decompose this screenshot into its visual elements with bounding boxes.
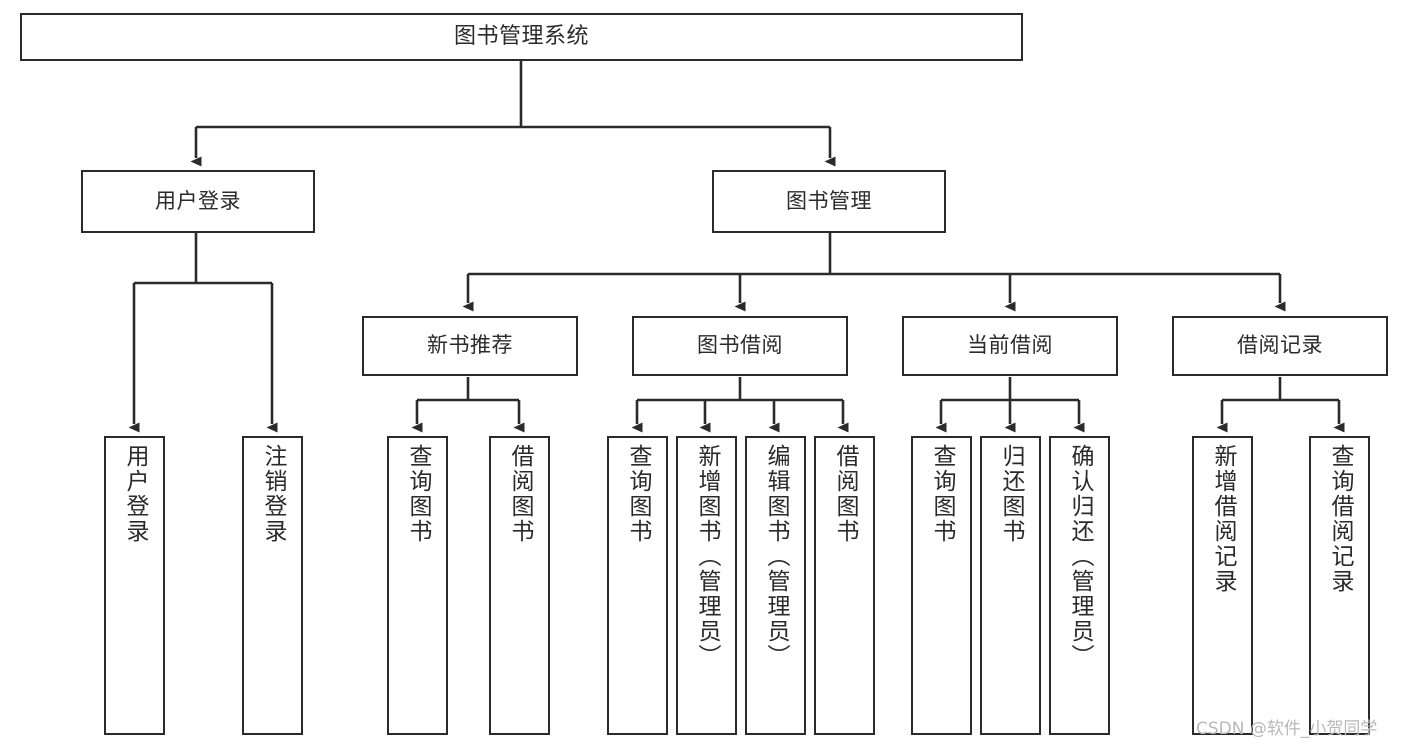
leaf-user-login[interactable]: 用户登录 bbox=[104, 436, 165, 735]
node-root-book-management-system[interactable]: 图书管理系统 bbox=[20, 13, 1023, 61]
node-new-book-recommend[interactable]: 新书推荐 bbox=[362, 316, 578, 376]
watermark-text: CSDN @软件_小贺同学 bbox=[1196, 719, 1378, 739]
leaf-logout[interactable]: 注销登录 bbox=[242, 436, 303, 735]
node-label: 当前借阅 bbox=[967, 333, 1053, 358]
leaf-borrow-query-book[interactable]: 查询图书 bbox=[607, 436, 668, 735]
node-label: 归还图书 bbox=[998, 444, 1024, 544]
node-label: 新书推荐 bbox=[427, 333, 513, 358]
leaf-current-return-book[interactable]: 归还图书 bbox=[980, 436, 1041, 735]
leaf-record-add-borrow-record[interactable]: 新增借阅记录 bbox=[1192, 436, 1253, 735]
node-label: 借阅图书 bbox=[507, 444, 533, 544]
node-label: 图书借阅 bbox=[697, 333, 783, 358]
leaf-borrow-add-book-admin[interactable]: 新增图书（管理员） bbox=[676, 436, 737, 735]
node-user-login[interactable]: 用户登录 bbox=[81, 170, 315, 233]
node-book-borrow[interactable]: 图书借阅 bbox=[632, 316, 848, 376]
node-label: 用户登录 bbox=[122, 444, 148, 544]
node-label: 确认归还（管理员） bbox=[1067, 444, 1093, 669]
node-current-borrow[interactable]: 当前借阅 bbox=[902, 316, 1118, 376]
node-label: 新增图书（管理员） bbox=[694, 444, 720, 669]
leaf-recommend-borrow-book[interactable]: 借阅图书 bbox=[489, 436, 550, 735]
node-label: 查询图书 bbox=[405, 444, 431, 544]
node-label: 查询图书 bbox=[929, 444, 955, 544]
node-label: 查询借阅记录 bbox=[1327, 444, 1353, 594]
node-label: 查询图书 bbox=[625, 444, 651, 544]
node-label: 借阅图书 bbox=[832, 444, 858, 544]
node-label: 借阅记录 bbox=[1237, 333, 1323, 358]
node-label: 图书管理 bbox=[786, 188, 872, 213]
node-label: 编辑图书（管理员） bbox=[763, 444, 789, 669]
leaf-recommend-query-book[interactable]: 查询图书 bbox=[387, 436, 448, 735]
node-label: 注销登录 bbox=[260, 444, 286, 544]
leaf-borrow-borrow-book[interactable]: 借阅图书 bbox=[814, 436, 875, 735]
leaf-current-confirm-return-admin[interactable]: 确认归还（管理员） bbox=[1049, 436, 1110, 735]
node-label: 新增借阅记录 bbox=[1210, 444, 1236, 594]
node-borrow-record[interactable]: 借阅记录 bbox=[1172, 316, 1388, 376]
leaf-record-query-borrow-record[interactable]: 查询借阅记录 bbox=[1309, 436, 1370, 735]
leaf-current-query-book[interactable]: 查询图书 bbox=[911, 436, 972, 735]
node-book-management[interactable]: 图书管理 bbox=[712, 170, 946, 233]
leaf-borrow-edit-book-admin[interactable]: 编辑图书（管理员） bbox=[745, 436, 806, 735]
node-label: 图书管理系统 bbox=[453, 23, 589, 49]
node-label: 用户登录 bbox=[155, 188, 241, 213]
